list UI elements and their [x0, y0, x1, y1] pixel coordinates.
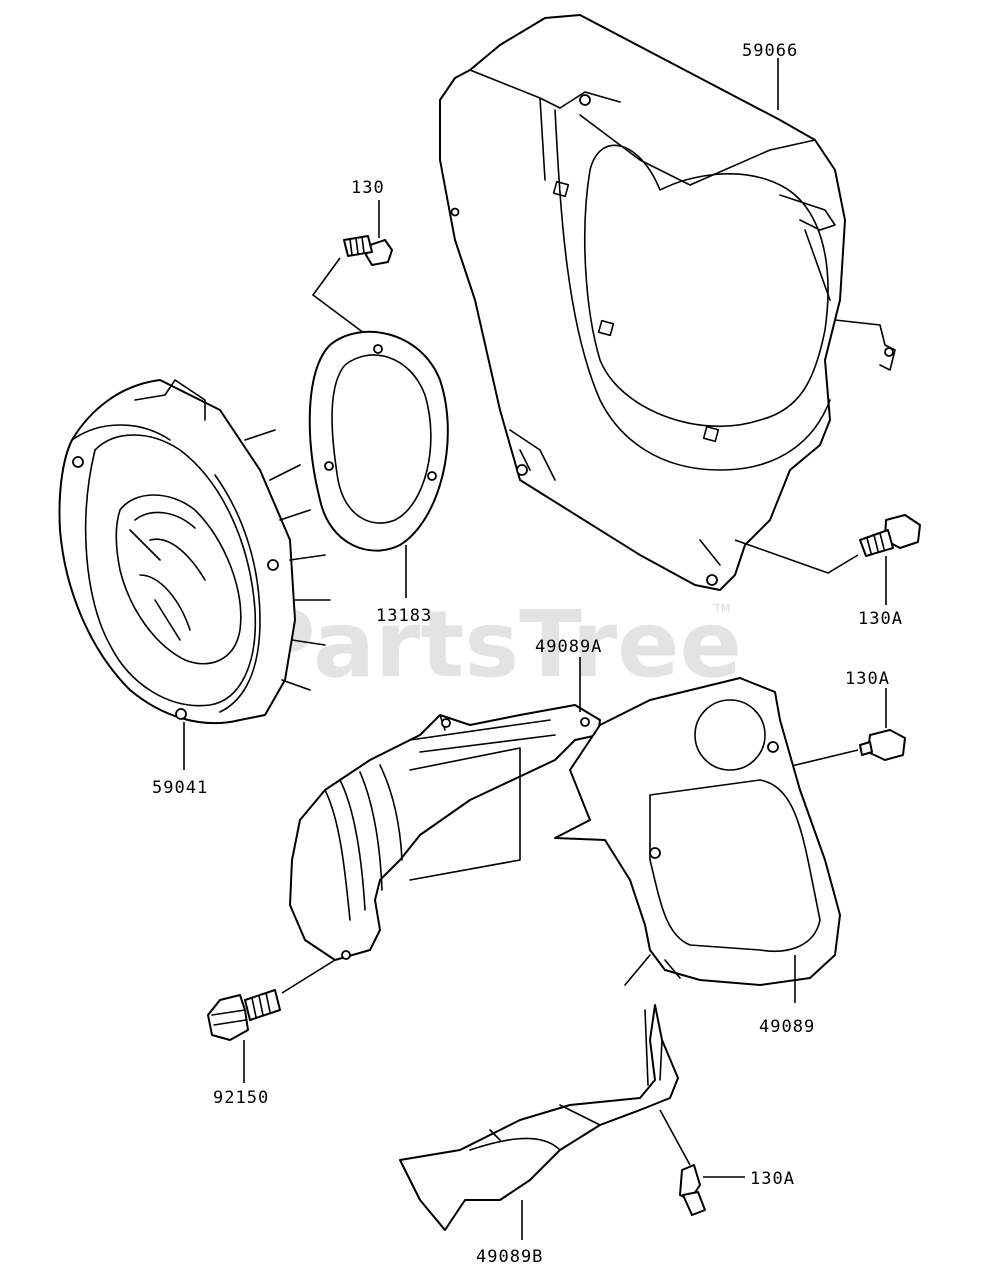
- bolt-130-part[interactable]: [343, 235, 393, 266]
- watermark: PartsTree: [248, 591, 742, 698]
- callout-130a-shroud: 130A: [858, 609, 903, 629]
- callout-92150: 92150: [213, 1088, 269, 1108]
- cover-49089-part[interactable]: [554, 677, 841, 986]
- callout-130: 130: [351, 178, 385, 198]
- callout-49089a: 49089A: [535, 637, 602, 657]
- leader-stud-path: [281, 959, 336, 994]
- callout-49089: 49089: [759, 1017, 815, 1037]
- watermark-trademark: TM: [713, 602, 730, 615]
- bolt-130a-cover-part[interactable]: [859, 729, 906, 761]
- cover-49089b-part[interactable]: [399, 1004, 679, 1231]
- leader-bolt-130a-shroud: [734, 539, 859, 574]
- callout-13183: 13183: [376, 606, 432, 626]
- blower-shroud-part[interactable]: [439, 14, 896, 591]
- cover-49089a-part[interactable]: [289, 704, 601, 961]
- gasket-13183-part[interactable]: [308, 330, 449, 552]
- callout-130a-cover: 130A: [845, 669, 890, 689]
- callout-130a-bottom: 130A: [750, 1169, 795, 1189]
- stud-92150-part[interactable]: [207, 989, 281, 1041]
- bolt-130a-bottom-part[interactable]: [679, 1164, 706, 1216]
- callout-49089b: 49089B: [476, 1247, 543, 1267]
- bolt-130a-shroud-part[interactable]: [859, 514, 921, 557]
- callout-59041: 59041: [152, 778, 208, 798]
- callout-59066: 59066: [742, 41, 798, 61]
- leader-bolt-130a-bottom: [659, 1109, 691, 1166]
- cooling-fan-59041-part[interactable]: [58, 379, 331, 725]
